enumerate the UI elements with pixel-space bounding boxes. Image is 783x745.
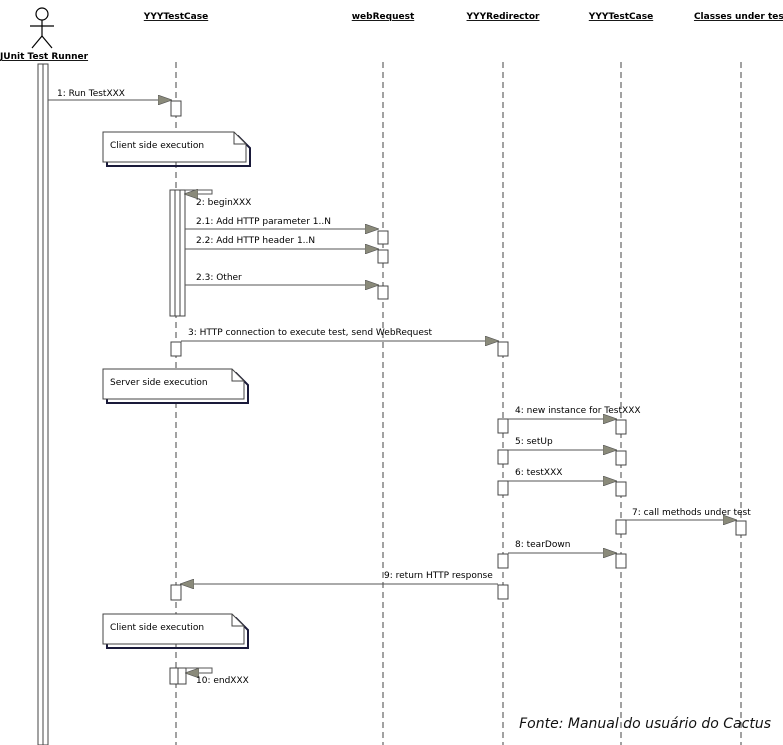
message-label-2-2: 2.2: Add HTTP header 1..N: [196, 236, 315, 246]
participant-header-classes-under-test: Classes under test: [694, 12, 783, 22]
stick-figure-icon: [30, 7, 54, 49]
message-label-3: 3: HTTP connection to execute test, send…: [188, 328, 433, 338]
actor-junit-test-runner: JUnit Test Runner: [0, 7, 89, 62]
activation-box: [169, 667, 179, 685]
actor-label: JUnit Test Runner: [0, 52, 89, 62]
source-caption: Fonte: Manual do usuário do Cactus: [519, 716, 771, 732]
activation-box: [615, 419, 627, 435]
activation-box: [377, 230, 389, 245]
note-client-side-2: Client side execution: [102, 613, 249, 649]
activation-box: [615, 553, 627, 569]
activation-box: [497, 418, 509, 434]
participant-header-webrequest: webRequest: [352, 12, 415, 22]
participant-header-yyyredirector: YYYRedirector: [466, 12, 540, 22]
activation-box: [377, 285, 389, 300]
activation-box: [497, 584, 509, 600]
message-arrow-10-self: [186, 667, 213, 673]
actor-activation: [37, 63, 49, 745]
note-server-side: Server side execution: [102, 368, 249, 404]
message-label-10: 10: endXXX: [196, 676, 249, 686]
activation-box: [170, 100, 182, 117]
activation-box: [497, 449, 509, 465]
message-label-1: 1: Run TestXXX: [57, 89, 125, 99]
message-label-9: 9: return HTTP response: [384, 571, 493, 581]
activation-box: [170, 341, 182, 357]
activation-box: [179, 189, 186, 317]
activation-box: [174, 189, 181, 317]
activation-box: [615, 450, 627, 466]
activation-box: [497, 480, 509, 496]
participant-header-yyytestcase-client: YYYTestCase: [143, 12, 208, 22]
message-label-2: 2: beginXXX: [196, 198, 251, 208]
message-label-6: 6: testXXX: [515, 468, 562, 478]
note-text: Client side execution: [110, 141, 204, 151]
note-client-side-1: Client side execution: [102, 131, 251, 167]
participant-header-yyytestcase-server: YYYTestCase: [588, 12, 653, 22]
activation-box: [497, 341, 509, 357]
message-label-2-3: 2.3: Other: [196, 273, 242, 283]
message-label-7: 7: call methods under test: [632, 508, 751, 518]
message-label-5: 5: setUp: [515, 437, 553, 447]
activation-box: [497, 553, 509, 569]
message-label-4: 4: new instance for TestXXX: [515, 406, 641, 416]
activation-box: [170, 584, 182, 601]
message-arrow-2-self: [185, 190, 213, 194]
activation-box: [177, 667, 187, 685]
activation-box: [735, 520, 747, 536]
note-text: Client side execution: [110, 623, 204, 633]
activation-box: [615, 519, 627, 535]
note-text: Server side execution: [110, 378, 208, 388]
message-label-2-1: 2.1: Add HTTP parameter 1..N: [196, 217, 331, 227]
activation-box: [169, 189, 176, 317]
message-label-8: 8: tearDown: [515, 540, 570, 550]
activation-box: [377, 249, 389, 264]
activation-box: [615, 481, 627, 497]
